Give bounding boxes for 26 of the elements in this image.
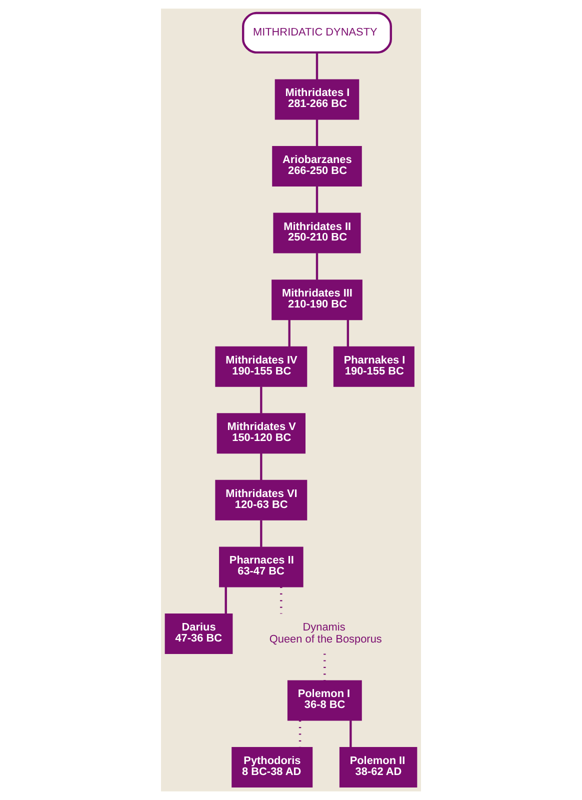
connector	[316, 52, 318, 80]
node-box: Mithridates IV 190-155 BC	[215, 346, 308, 387]
node-box: Pharnaces II 63-47 BC	[219, 546, 304, 588]
node-box: Polemon II 38-62 AD	[339, 747, 418, 788]
node-box: Mithridates VI 120-63 BC	[215, 480, 308, 520]
node-box: Mithridates II 250-210 BC	[273, 212, 361, 254]
node-box: Polemon I 36-8 BC	[287, 680, 362, 721]
node-box: Mithridates I 281-266 BC	[274, 79, 360, 120]
connector	[260, 520, 262, 547]
node-box: MITHRIDATIC DYNASTY	[242, 12, 392, 54]
connector	[260, 453, 262, 480]
node-box: Pharnakes I 190-155 BC	[333, 346, 414, 387]
connector	[316, 186, 318, 214]
node-box: Mithridates V 150-120 BC	[216, 413, 306, 454]
node-box: Ariobarzanes 266-250 BC	[272, 146, 362, 187]
connector	[346, 320, 350, 347]
connector	[288, 320, 290, 347]
node-box: Mithridates III 210-190 BC	[272, 280, 362, 320]
connector	[224, 586, 227, 614]
node-box: Darius 47-36 BC	[164, 613, 233, 654]
connector	[260, 386, 262, 414]
connector	[316, 253, 318, 280]
connector	[316, 120, 318, 146]
connector	[350, 720, 352, 748]
node-text: Dynamis Queen of the Bosporus	[269, 621, 382, 646]
node-box: Pythodoris 8 BC-38 AD	[232, 747, 313, 788]
